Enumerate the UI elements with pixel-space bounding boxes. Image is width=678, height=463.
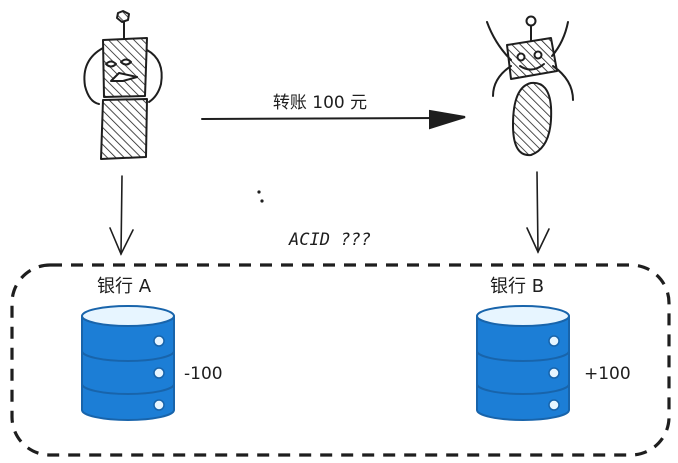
bank-b-database-icon	[476, 305, 570, 421]
bank-a-database-icon	[81, 305, 175, 421]
down-arrow-right	[526, 171, 550, 254]
bank-group-boundary	[10, 263, 671, 457]
down-arrow-left	[109, 175, 134, 256]
bank-b-delta: +100	[584, 364, 631, 384]
acid-label: ACID ???	[288, 230, 371, 250]
bank-a-delta: -100	[184, 364, 223, 384]
dot-mark	[260, 199, 264, 203]
bank-b-label: 银行 B	[490, 276, 544, 297]
robot-right-icon	[486, 15, 574, 157]
dot-mark	[257, 190, 261, 194]
bank-a-label: 银行 A	[97, 276, 152, 297]
transfer-arrow	[201, 109, 466, 130]
transfer-label: 转账 100 元	[273, 93, 367, 113]
robot-left-icon	[83, 10, 163, 160]
